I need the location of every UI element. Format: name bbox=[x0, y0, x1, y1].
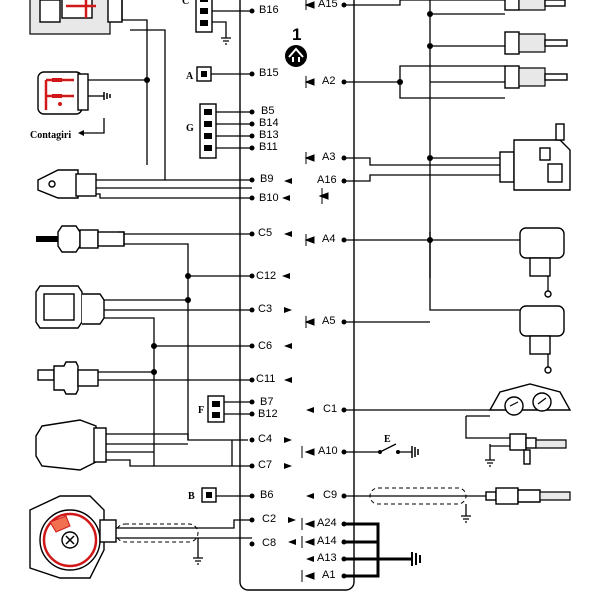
air-temp-sensor bbox=[37, 361, 99, 395]
pin-a10: A10 bbox=[318, 445, 338, 457]
pin-b13: B13 bbox=[259, 129, 279, 141]
pin-b10: B10 bbox=[259, 192, 279, 204]
pin-a24: A24 bbox=[317, 517, 337, 529]
pin-c6: C6 bbox=[258, 340, 273, 352]
connector-g bbox=[199, 103, 217, 159]
pin-a3: A3 bbox=[322, 151, 336, 163]
relay-top-left bbox=[29, 0, 123, 35]
pin-a5: A5 bbox=[322, 315, 336, 327]
injector-1 bbox=[504, 0, 566, 11]
connector-f-label: F bbox=[198, 405, 204, 416]
pin-b7: B7 bbox=[260, 396, 274, 408]
ecu-left-pin-dots bbox=[249, 8, 255, 547]
ecu-body bbox=[239, 0, 355, 591]
pin-c5: C5 bbox=[258, 227, 273, 239]
pin-a13: A13 bbox=[317, 552, 337, 564]
contagiri-label: Contagiri bbox=[30, 130, 71, 141]
shielded-cable-right bbox=[369, 487, 467, 505]
pin-a15: A15 bbox=[318, 0, 338, 10]
throttle-position-sensor bbox=[35, 419, 107, 471]
distributor-hall-sensor bbox=[29, 495, 117, 579]
crank-sensor bbox=[37, 169, 97, 199]
pin-b5: B5 bbox=[261, 105, 275, 117]
pin-a2: A2 bbox=[322, 75, 336, 87]
pin-c1: C1 bbox=[323, 403, 338, 415]
ecu-number: 1 bbox=[292, 25, 301, 44]
connector-c bbox=[195, 0, 213, 33]
pin-a16: A16 bbox=[317, 174, 337, 186]
pin-c3: C3 bbox=[258, 303, 273, 315]
actuator-a5 bbox=[519, 305, 565, 374]
connector-f bbox=[207, 395, 225, 423]
connector-c-label: C bbox=[182, 0, 189, 7]
pin-c11: C11 bbox=[256, 373, 276, 385]
pin-a1: A1 bbox=[322, 569, 336, 581]
pin-c9: C9 bbox=[323, 489, 338, 501]
pin-c4: C4 bbox=[258, 433, 273, 445]
idle-control-valve bbox=[499, 123, 571, 191]
pin-b12: B12 bbox=[258, 408, 278, 420]
pin-b11: B11 bbox=[259, 141, 278, 153]
pin-b9: B9 bbox=[260, 173, 274, 185]
pin-b6: B6 bbox=[260, 489, 274, 501]
injector-3 bbox=[504, 65, 568, 89]
actuator-a4 bbox=[519, 227, 565, 298]
lambda-sensor-lower bbox=[485, 487, 571, 505]
instrument-gauges bbox=[488, 383, 572, 416]
pin-c7: C7 bbox=[258, 459, 273, 471]
pin-a4: A4 bbox=[322, 233, 336, 245]
coolant-temp-sensor bbox=[36, 225, 125, 253]
connector-b-label: B bbox=[188, 491, 195, 502]
tach-interface-module bbox=[37, 71, 89, 115]
pin-c12: C12 bbox=[256, 270, 277, 282]
lambda-sensor-upper bbox=[509, 433, 567, 465]
injector-2 bbox=[504, 31, 568, 55]
connector-a-label: A bbox=[186, 71, 194, 82]
pin-b14: B14 bbox=[259, 117, 279, 129]
shielded-cable-left bbox=[115, 523, 199, 543]
pin-a14: A14 bbox=[317, 535, 337, 547]
pin-b16: B16 bbox=[259, 4, 279, 16]
connector-g-label: G bbox=[186, 123, 194, 134]
pin-c8: C8 bbox=[262, 537, 277, 549]
ecu-symbol bbox=[285, 45, 307, 67]
pin-c2: C2 bbox=[262, 513, 277, 525]
map-sensor bbox=[35, 285, 105, 329]
pin-b15: B15 bbox=[259, 67, 279, 79]
switch-e-label: E bbox=[384, 434, 391, 445]
